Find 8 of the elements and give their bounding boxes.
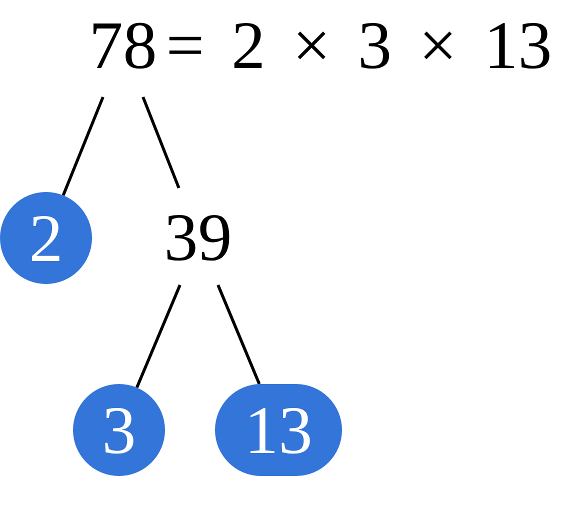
branch-line [142,96,180,189]
number-text: 39 [160,188,236,285]
branch-line [216,284,261,385]
equation-text: = 2 × 3 × 13 [166,11,552,79]
branch-line [135,284,182,388]
branch-line [62,96,104,196]
number-text: 78 [86,11,160,97]
prime-pill: 13 [215,384,342,476]
